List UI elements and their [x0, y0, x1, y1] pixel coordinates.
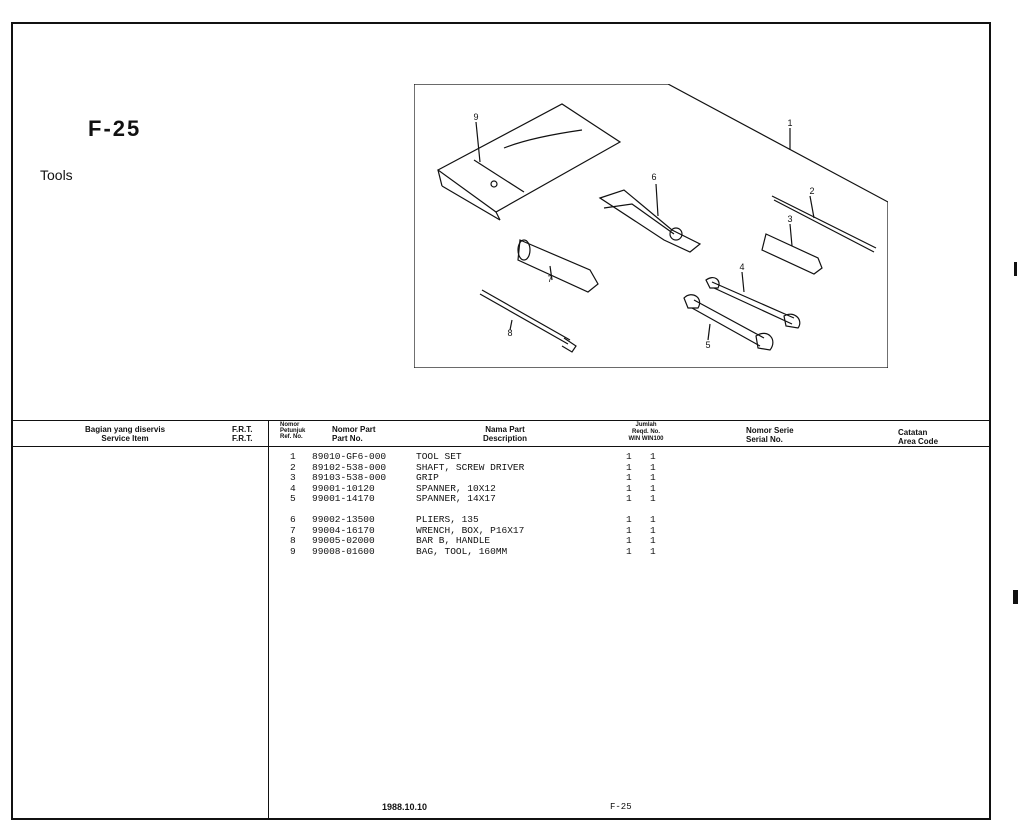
handle-bar-drawing: [479, 289, 577, 353]
callout-8: 8: [507, 328, 512, 338]
callout-2: 2: [809, 186, 814, 196]
footer-page-number: F-25: [610, 802, 632, 812]
scan-edge-mark: [1013, 590, 1018, 604]
callout-4: 4: [739, 262, 744, 272]
page-frame: [11, 22, 991, 820]
header-area-code: Catatan Area Code: [898, 428, 939, 446]
header-ref-no: Nomor Petunjuk Ref. No.: [280, 422, 306, 440]
header-quantity: Jumlah Reqd. No. WIN WIN100: [628, 422, 664, 442]
header-frt: F.R.T. F.R.T.: [232, 425, 253, 443]
callout-9: 9: [473, 112, 478, 122]
illustration-outline: [414, 84, 888, 368]
grip-drawing: [761, 223, 823, 275]
header-service-item: Bagian yang diservis Service Item: [84, 425, 166, 443]
callout-5: 5: [705, 340, 710, 350]
box-wrench-drawing: [517, 239, 599, 293]
header-part-no: Nomor Part Part No.: [332, 425, 376, 443]
table-column-divider: [268, 420, 269, 820]
spanner-14x17-drawing: [683, 294, 774, 351]
table-top-rule: [11, 420, 991, 421]
header-serial-no: Nomor Serie Serial No.: [746, 426, 794, 444]
footer-date: 1988.10.10: [382, 802, 428, 812]
table-header-rule: [11, 446, 991, 447]
callout-6: 6: [651, 172, 656, 182]
header-description: Nama Part Description: [482, 425, 527, 443]
tool-bag-drawing: [436, 103, 622, 221]
screwdriver-shaft-drawing: [771, 195, 877, 253]
callout-7: 7: [547, 274, 552, 284]
section-title: Tools: [40, 167, 73, 183]
spanner-10x12-drawing: [705, 271, 801, 329]
tools-illustration: 1 2 3 4 5 6 7 8 9: [414, 84, 888, 368]
callout-3: 3: [787, 214, 792, 224]
section-code: F-25: [88, 116, 142, 141]
scan-edge-mark: [1014, 262, 1017, 276]
callout-1: 1: [787, 118, 792, 128]
pliers-drawing: [598, 183, 702, 253]
